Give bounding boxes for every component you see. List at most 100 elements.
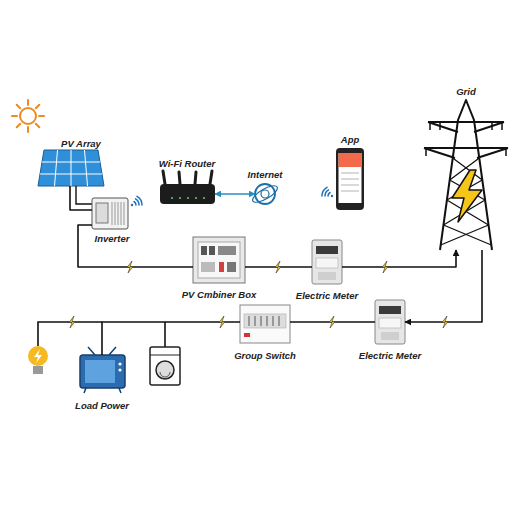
phone-device bbox=[336, 148, 364, 210]
phone-device bbox=[341, 190, 359, 192]
component-label: Load Power bbox=[75, 400, 129, 411]
component-label: Group Switch bbox=[234, 350, 296, 361]
tv-icon bbox=[80, 355, 125, 388]
solar-panel bbox=[85, 150, 88, 186]
phone-device bbox=[341, 172, 359, 174]
component-node: Group Switch bbox=[240, 305, 290, 343]
power-bolt bbox=[219, 316, 225, 328]
component-label: Electric Meter bbox=[296, 290, 358, 301]
power-connector bbox=[215, 193, 255, 195]
washer-icon bbox=[150, 355, 180, 356]
inverter-device bbox=[118, 202, 119, 225]
internet-globe bbox=[255, 184, 275, 204]
solar-panel bbox=[40, 150, 102, 186]
power-connector bbox=[78, 225, 193, 267]
phone-device bbox=[341, 184, 359, 186]
power-bolt bbox=[442, 316, 448, 328]
wifi-signal bbox=[331, 195, 333, 197]
meter-device bbox=[381, 332, 399, 340]
component-node: Electric Meter bbox=[375, 300, 405, 344]
router-device bbox=[187, 197, 189, 199]
router-device bbox=[179, 172, 180, 184]
wifi-signal bbox=[134, 202, 136, 206]
bulb-icon bbox=[28, 346, 48, 374]
inverter-device bbox=[124, 202, 125, 225]
wifi-signal bbox=[136, 199, 140, 205]
switch-panel bbox=[279, 316, 280, 326]
load-wire bbox=[38, 322, 102, 346]
switch-panel bbox=[240, 305, 290, 343]
switch-panel bbox=[244, 314, 286, 328]
meter-device bbox=[379, 318, 401, 328]
component-node: Wi-Fi Router bbox=[160, 184, 215, 204]
component-label: Grid bbox=[456, 86, 476, 97]
router-device bbox=[203, 197, 205, 199]
bulb-icon bbox=[28, 346, 48, 366]
sun-icon bbox=[12, 115, 17, 117]
wifi-signal bbox=[137, 196, 142, 205]
sun-icon bbox=[36, 105, 40, 109]
sun-icon bbox=[12, 100, 44, 132]
power-bolt bbox=[329, 316, 335, 328]
switch-panel bbox=[255, 316, 256, 326]
tv-icon bbox=[88, 347, 95, 355]
grid-tower bbox=[424, 100, 508, 250]
solar-panel bbox=[38, 150, 104, 186]
component-node: App bbox=[336, 148, 364, 210]
tv-icon bbox=[118, 362, 121, 365]
inverter-device bbox=[92, 198, 128, 229]
internet-globe bbox=[261, 190, 269, 198]
wifi-signal bbox=[325, 190, 329, 196]
power-bolt bbox=[69, 261, 448, 328]
wifi-signal bbox=[131, 204, 133, 206]
solar-panel bbox=[42, 162, 100, 163]
component-label: App bbox=[341, 134, 359, 145]
sun-icon bbox=[17, 105, 21, 109]
meter-device bbox=[312, 240, 342, 284]
combiner-box bbox=[201, 262, 215, 272]
meter-device bbox=[318, 272, 336, 280]
power-connector bbox=[342, 250, 456, 267]
tv-icon bbox=[109, 347, 116, 355]
combiner-box bbox=[193, 237, 245, 283]
tv-icon bbox=[84, 388, 86, 393]
component-node: PV Array bbox=[38, 150, 104, 186]
router-device bbox=[179, 197, 181, 199]
tv-icon bbox=[119, 388, 121, 393]
meter-device bbox=[316, 246, 338, 254]
router-device bbox=[163, 171, 165, 184]
inverter-device bbox=[121, 202, 122, 225]
router-device bbox=[195, 197, 197, 199]
phone-device bbox=[336, 148, 364, 210]
power-bolt bbox=[127, 261, 133, 273]
tv-icon bbox=[118, 368, 121, 371]
panel-wire bbox=[76, 186, 92, 204]
tv-icon bbox=[85, 360, 115, 383]
solar-panel bbox=[55, 150, 58, 186]
component-node: PV Cmbiner Box bbox=[193, 237, 245, 283]
bulb-icon bbox=[34, 349, 42, 363]
router-device bbox=[171, 197, 205, 199]
component-label: Inverter bbox=[95, 233, 130, 244]
load-wire bbox=[164, 322, 166, 347]
power-bolt bbox=[382, 261, 388, 273]
sun-icon bbox=[27, 100, 29, 105]
component-node: Load Power bbox=[80, 355, 125, 388]
solar-panel bbox=[71, 150, 72, 186]
switch-panel bbox=[249, 316, 279, 326]
meter-device bbox=[375, 300, 405, 344]
combiner-box bbox=[201, 246, 207, 255]
meter-device bbox=[375, 300, 405, 344]
inverter-device bbox=[96, 203, 108, 223]
power-connector bbox=[70, 186, 92, 210]
meter-device bbox=[379, 306, 401, 314]
inverter-device bbox=[112, 202, 124, 225]
combiner-box bbox=[193, 237, 245, 283]
router-device bbox=[160, 171, 215, 204]
sun-icon bbox=[39, 115, 44, 117]
meter-device bbox=[316, 258, 338, 268]
